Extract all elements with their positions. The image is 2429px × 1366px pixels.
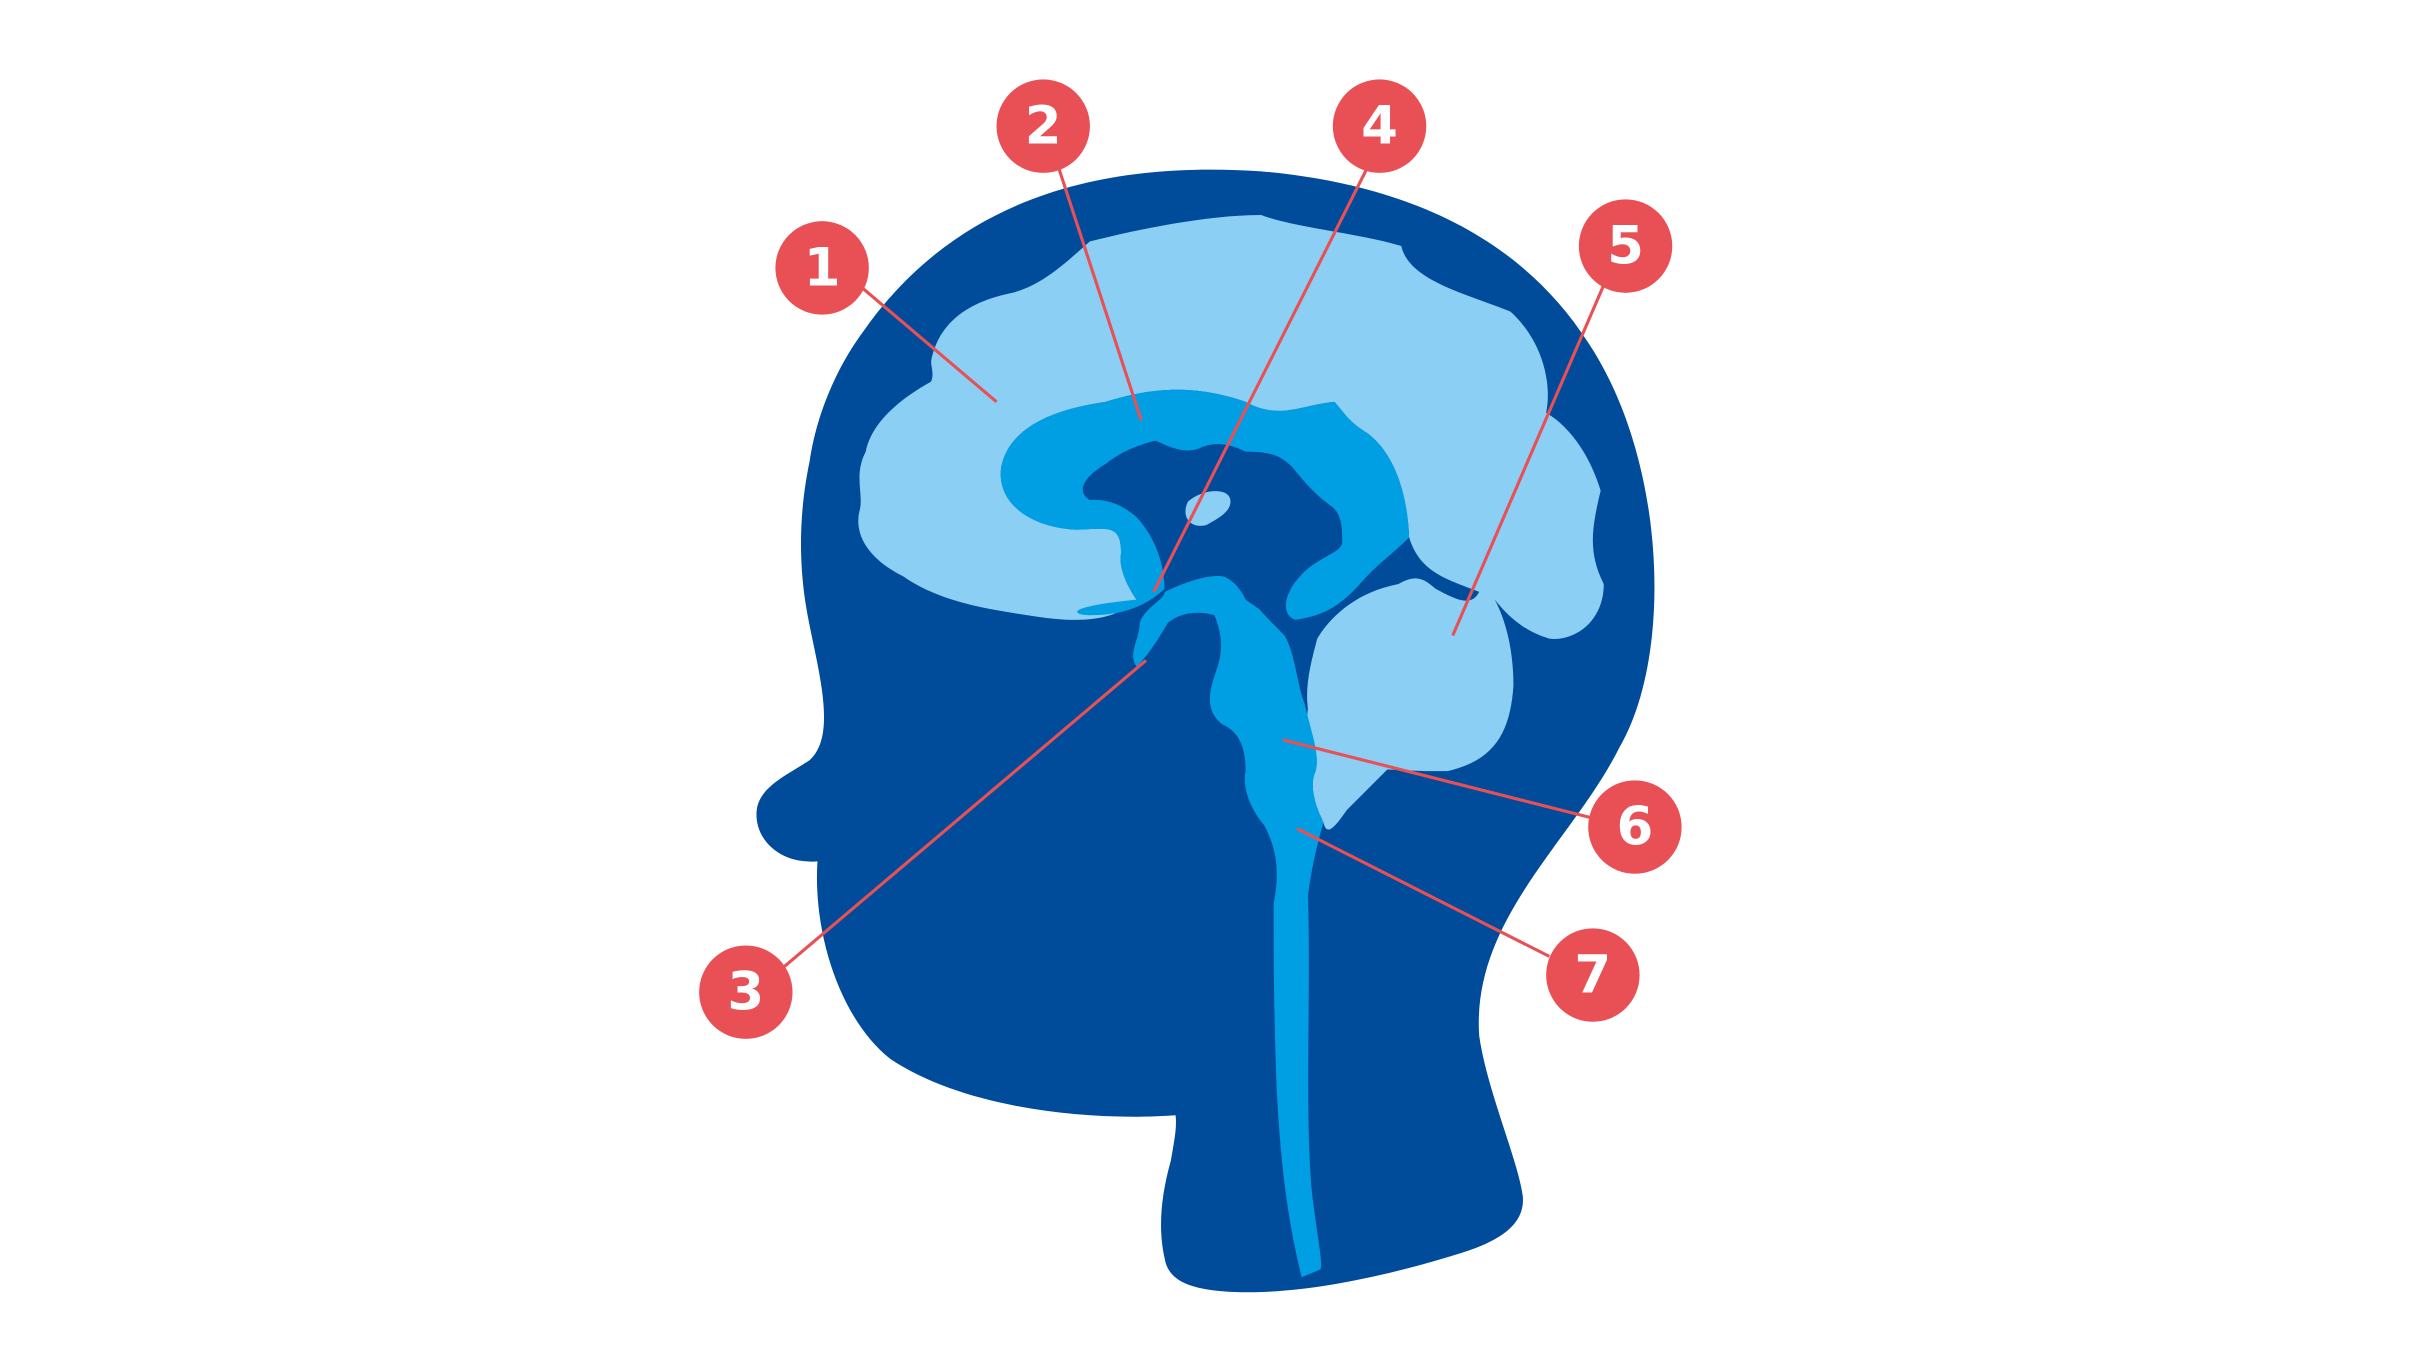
thalamus-gap	[1082, 440, 1343, 621]
marker-6[interactable]: 6	[1588, 780, 1682, 874]
marker-1[interactable]: 1	[775, 221, 869, 315]
cerebellum-lower	[1318, 762, 1394, 830]
marker-3-circle	[699, 945, 793, 1039]
marker-4[interactable]: 4	[1332, 79, 1427, 173]
corpus-callosum	[1000, 389, 1410, 620]
small-oval-structure	[1185, 491, 1231, 526]
marker-4-circle	[1332, 79, 1427, 173]
brainstem-and-spinal-cord	[1133, 575, 1324, 1278]
marker-6-label: 6	[1616, 797, 1653, 858]
leader-line-5	[1451, 284, 1606, 637]
marker-1-circle	[775, 221, 869, 315]
marker-7[interactable]: 7	[1546, 928, 1640, 1022]
marker-6-circle	[1588, 780, 1682, 874]
marker-2-label: 2	[1025, 96, 1062, 157]
leader-line-4	[1152, 167, 1369, 593]
leader-line-6	[1282, 738, 1592, 820]
marker-7-circle	[1546, 928, 1640, 1022]
marker-5-circle	[1578, 199, 1673, 293]
marker-5[interactable]: 5	[1578, 199, 1673, 293]
marker-4-label: 4	[1361, 96, 1398, 157]
cerebrum	[858, 214, 1604, 823]
marker-5-label: 5	[1607, 216, 1644, 277]
leader-lines	[780, 167, 1606, 971]
marker-7-label: 7	[1574, 945, 1611, 1006]
marker-2[interactable]: 2	[996, 79, 1090, 173]
marker-2-circle	[996, 79, 1090, 173]
marker-1-label: 1	[804, 237, 841, 298]
marker-3[interactable]: 3	[699, 945, 793, 1039]
leader-line-2	[1057, 167, 1143, 422]
leader-line-7	[1296, 827, 1550, 958]
leader-line-1	[861, 286, 998, 404]
marker-3-label: 3	[727, 962, 764, 1023]
leader-line-3	[780, 659, 1147, 971]
